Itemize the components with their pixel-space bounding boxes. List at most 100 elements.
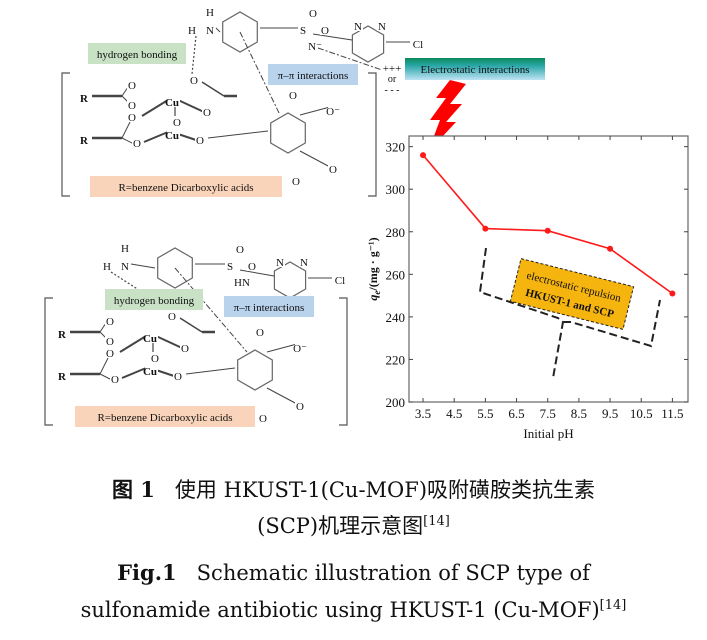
benzoate-ring bbox=[270, 112, 306, 154]
atom-label: Cu bbox=[143, 333, 157, 345]
pi-pi-label: π–π interactions bbox=[234, 302, 305, 314]
bond bbox=[201, 81, 225, 97]
x-tick-label: 9.5 bbox=[602, 406, 618, 421]
pi-pi-box bbox=[224, 296, 314, 317]
atom-bg bbox=[57, 328, 67, 339]
atom-bg bbox=[310, 40, 323, 51]
atom-label: N bbox=[354, 21, 362, 33]
atom-bg bbox=[291, 175, 301, 186]
caption-cn-line1: 图 1 使用 HKUST-1(Cu-MOF)吸附磺胺类抗生素 bbox=[0, 474, 707, 504]
bond bbox=[174, 267, 248, 353]
x-tick-label: 3.5 bbox=[415, 406, 431, 421]
atom-label: O bbox=[174, 371, 182, 383]
data-point bbox=[607, 245, 614, 252]
atom-label: O bbox=[256, 327, 264, 339]
atom-bg bbox=[127, 79, 137, 90]
atom-label: N bbox=[276, 257, 284, 269]
right-bracket bbox=[339, 297, 348, 426]
atom-label: O bbox=[133, 138, 141, 150]
atom-bg bbox=[132, 137, 142, 148]
atom-bg bbox=[335, 274, 348, 285]
atom-bg bbox=[308, 7, 318, 18]
atom-label: Cu bbox=[165, 97, 179, 109]
atom-label: O bbox=[128, 100, 136, 112]
y-tick-label: 320 bbox=[386, 140, 406, 155]
y-tick-label: 260 bbox=[386, 267, 406, 282]
bond bbox=[191, 35, 197, 75]
y-axis-unit: /(mg · g⁻¹) bbox=[366, 237, 380, 291]
atom-bg bbox=[127, 99, 137, 110]
atom-label: O bbox=[289, 90, 297, 102]
bond bbox=[312, 33, 353, 41]
bond bbox=[141, 99, 169, 117]
atom-bg bbox=[298, 24, 308, 35]
atom-label: N bbox=[300, 257, 308, 269]
atom-bg bbox=[189, 74, 199, 85]
atom-bg bbox=[120, 242, 130, 253]
x-tick-label: 6.5 bbox=[508, 406, 524, 421]
atom-bg bbox=[180, 342, 190, 353]
atom-label: O⁻ bbox=[326, 106, 340, 118]
caption-cn-ref: [14] bbox=[423, 514, 450, 529]
atom-bg bbox=[225, 260, 235, 271]
atom-bg bbox=[105, 347, 115, 358]
atom-label: HN bbox=[234, 277, 250, 289]
atom-bg bbox=[195, 134, 205, 145]
y-axis-label: qe/(mg · g⁻¹) bbox=[366, 237, 382, 300]
atom-label: O bbox=[248, 261, 256, 273]
caption-en-text2: sulfonamide antibiotic using HKUST-1 (Cu… bbox=[80, 598, 600, 622]
left-bracket bbox=[44, 297, 53, 426]
caption-en-label: Fig.1 bbox=[117, 560, 177, 585]
caption-cn-text2: (SCP)机理示意图 bbox=[257, 514, 424, 538]
bond bbox=[130, 263, 156, 269]
atom-bg bbox=[102, 260, 112, 271]
atom-label: R bbox=[80, 135, 89, 147]
atom-label: O bbox=[203, 107, 211, 119]
pi-pi-box bbox=[268, 64, 358, 85]
atom-bg bbox=[172, 116, 182, 127]
atom-label: Cu bbox=[165, 130, 179, 142]
atom-label: N bbox=[378, 21, 386, 33]
atom-label: N bbox=[121, 261, 129, 273]
x-tick-label: 11.5 bbox=[661, 406, 683, 421]
atom-label: O bbox=[259, 413, 267, 425]
atom-label: N⁻ bbox=[308, 41, 322, 53]
atom-bg bbox=[275, 256, 285, 267]
x-tick-label: 7.5 bbox=[540, 406, 556, 421]
atom-bg bbox=[258, 412, 268, 423]
y-axis-subscript: e bbox=[372, 291, 382, 295]
atom-bg bbox=[328, 105, 341, 116]
atom-bg bbox=[205, 24, 215, 35]
atom-bg bbox=[145, 332, 158, 343]
atom-bg bbox=[235, 243, 245, 254]
atom-bg bbox=[167, 96, 180, 107]
y-tick-label: 220 bbox=[386, 352, 406, 367]
atom-label: O bbox=[111, 374, 119, 386]
atom-bg bbox=[205, 6, 215, 17]
x-tick-label: 10.5 bbox=[630, 406, 653, 421]
charge-or: or bbox=[388, 74, 397, 85]
atom-label: O bbox=[173, 117, 181, 129]
hydrogen-bonding-box bbox=[88, 43, 186, 64]
hydrogen-bonding-label: hydrogen bonding bbox=[114, 295, 195, 307]
hydrogen-bonding-box bbox=[105, 289, 203, 310]
caption-en-line1: Fig.1 Schematic illustration of SCP type… bbox=[0, 560, 707, 585]
annotation-brace bbox=[478, 247, 661, 379]
x-tick-label: 5.5 bbox=[477, 406, 493, 421]
atom-label: O⁻ bbox=[293, 343, 307, 355]
electrostatic-label: Electrostatic interactions bbox=[420, 64, 529, 76]
right-bracket bbox=[368, 72, 377, 197]
bond bbox=[185, 367, 236, 375]
atom-label: O bbox=[236, 244, 244, 256]
atom-bg bbox=[320, 24, 330, 35]
bond bbox=[143, 131, 169, 143]
bond bbox=[207, 130, 269, 139]
benzene-ring bbox=[222, 11, 258, 53]
atom-bg bbox=[247, 260, 257, 271]
atom-label: O bbox=[309, 8, 317, 20]
caption-cn-label: 图 1 bbox=[111, 477, 155, 502]
atom-label: O bbox=[106, 348, 114, 360]
r-definition-box bbox=[75, 406, 255, 427]
atom-label: R bbox=[58, 371, 67, 383]
